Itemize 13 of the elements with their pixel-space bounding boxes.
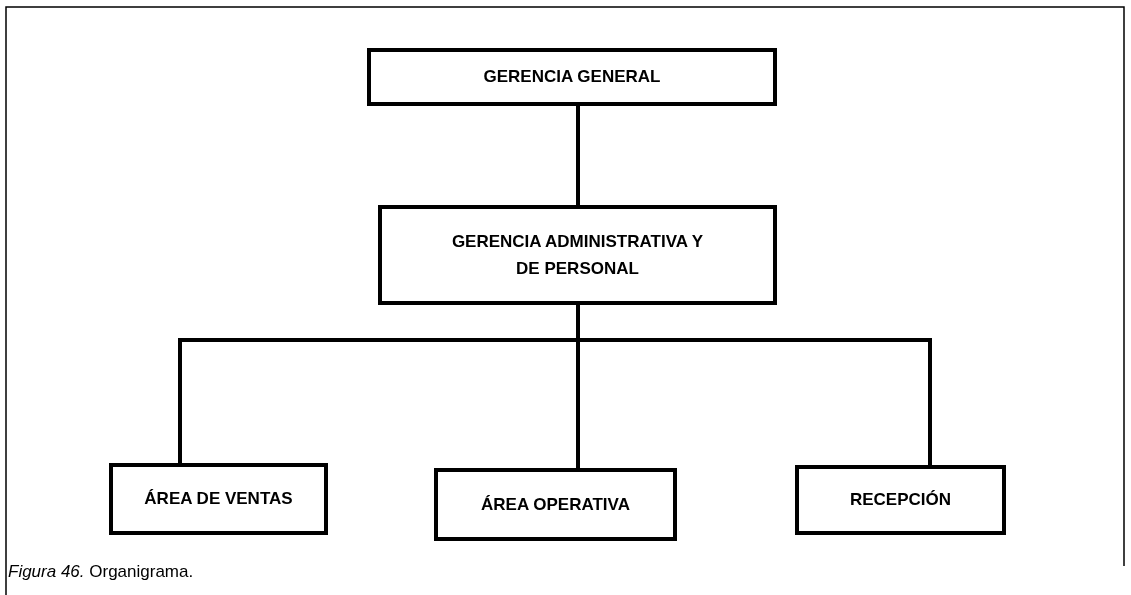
org-box [378, 205, 777, 305]
org-box [434, 468, 677, 541]
connector-line [576, 305, 932, 465]
box-label: GERENCIA GENERAL [483, 66, 661, 89]
org-box [367, 48, 777, 106]
box-label: GERENCIA ADMINISTRATIVA Y DE PERSONAL [450, 230, 705, 280]
box-label: ÁREA DE VENTAS [144, 488, 293, 511]
box-label: RECEPCIÓN [849, 489, 952, 512]
figure-caption: Figura 46. Organigrama. [8, 562, 194, 582]
box-label: ÁREA OPERATIVA [481, 493, 630, 516]
org-box [109, 463, 328, 535]
org-box [795, 465, 1006, 535]
connector-line [576, 106, 580, 205]
